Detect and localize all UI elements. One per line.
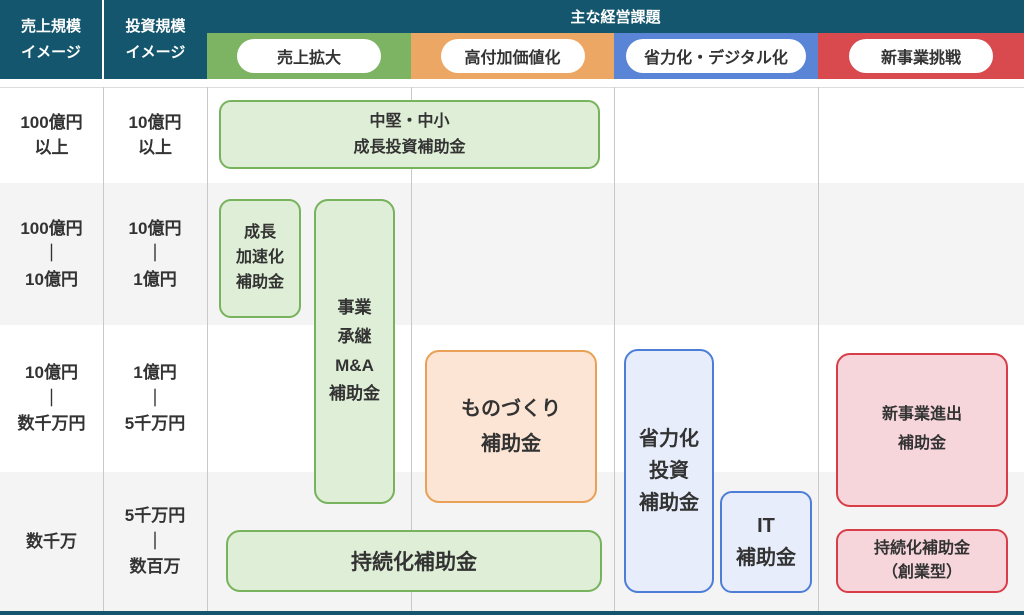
row-label-investment-4: 5千万円 ｜ 数百万 <box>124 506 186 577</box>
row-label-investment-3: 1億円 ｜ 5千万円 <box>124 363 186 434</box>
grid-line <box>411 87 412 611</box>
investment-scale-header: 投資規模 イメージ <box>104 0 207 79</box>
subsidy-shoryokuka-toshi: 省力化 投資 補助金 <box>624 349 714 593</box>
column-header-labor-saving-digital: 省力化・デジタル化 <box>614 33 818 79</box>
column-header-high-value: 高付加価値化 <box>411 33 614 79</box>
subsidy-seicho-kasokuka: 成長 加速化 補助金 <box>219 199 301 318</box>
main-challenges-title: 主な経営課題 <box>207 0 1024 33</box>
footer-bar <box>0 611 1024 615</box>
grid-line <box>207 87 208 611</box>
row-label-sales-2: 100億円 ｜ 10億円 <box>20 218 83 289</box>
row-label-sales-4: 数千万 <box>26 531 77 551</box>
sales-scale-header: 売上規模 イメージ <box>0 0 102 79</box>
column-header-new-business: 新事業挑戦 <box>818 33 1024 79</box>
row-label-investment-1: 10億円 以上 <box>128 112 182 158</box>
row-band-2 <box>0 183 1024 325</box>
row-label-sales-1: 100億円 以上 <box>20 112 83 158</box>
subsidy-it: IT 補助金 <box>720 491 812 593</box>
grid-line <box>818 87 819 611</box>
subsidy-chuken-chusho-seicho-toshi: 中堅・中小 成長投資補助金 <box>219 100 600 169</box>
grid-line <box>103 87 104 611</box>
header-divider <box>102 0 104 79</box>
row-label-investment-2: 10億円 ｜ 1億円 <box>128 218 182 289</box>
column-pill-labor-saving-digital: 省力化・デジタル化 <box>626 39 806 73</box>
column-pill-high-value: 高付加価値化 <box>440 39 585 73</box>
subsidy-jizokuka: 持続化補助金 <box>226 530 602 592</box>
row-label-sales-3: 10億円 ｜ 数千万円 <box>17 363 86 434</box>
subsidy-shinjigyo-shinshutsu: 新事業進出 補助金 <box>836 353 1008 507</box>
grid-line <box>614 87 615 611</box>
subsidy-monozukuri: ものづくり 補助金 <box>425 350 597 503</box>
column-pill-sales-expansion: 売上拡大 <box>237 39 381 73</box>
header-bottom-divider <box>0 87 1024 88</box>
column-pill-new-business: 新事業挑戦 <box>849 39 993 73</box>
subsidy-jizokuka-sogyo: 持続化補助金 （創業型） <box>836 529 1008 593</box>
subsidy-jigyo-shokei-ma: 事業 承継 M&A 補助金 <box>314 199 395 504</box>
column-header-sales-expansion: 売上拡大 <box>207 33 411 79</box>
